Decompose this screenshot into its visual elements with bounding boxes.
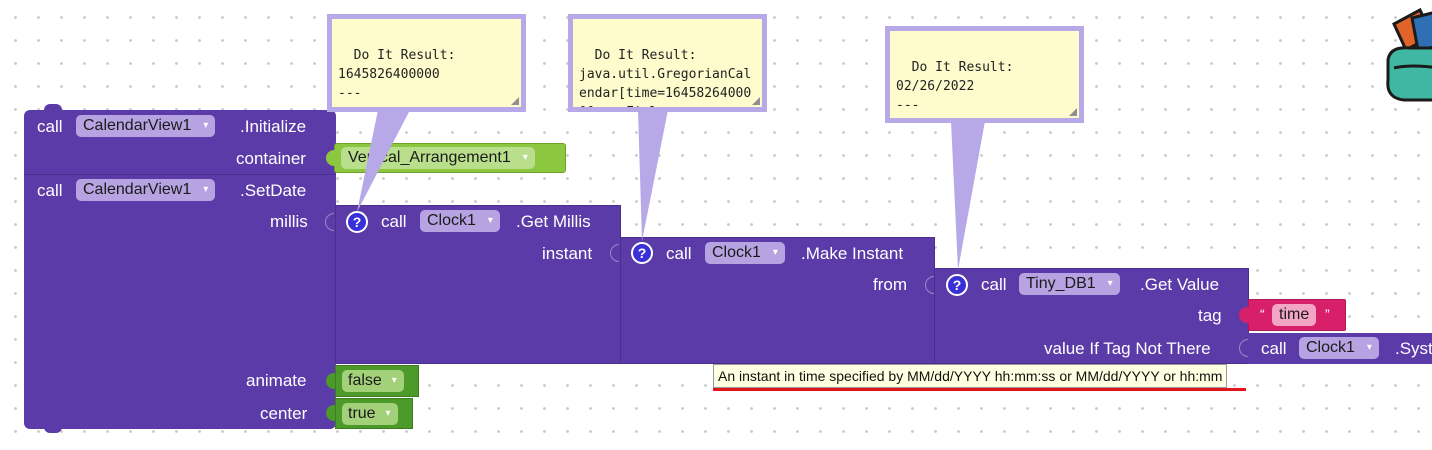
setdate-call-label: call — [37, 181, 63, 200]
setdate-component-dropdown[interactable]: CalendarView1 ▾ — [76, 179, 216, 201]
setdate-block[interactable] — [24, 174, 336, 429]
bubble-2-text: Do It Result: java.util.GregorianCalenda… — [579, 48, 752, 107]
millis-label: millis — [270, 212, 308, 231]
makeinstant-call-label: call — [666, 244, 692, 263]
makeinstant-component-label: Clock1 — [712, 244, 761, 261]
chevron-down-icon: ▾ — [772, 247, 778, 258]
initialize-block-top-tab — [44, 104, 62, 112]
tag-value: time — [1279, 306, 1310, 323]
fallback-component-dropdown[interactable]: Clock1 ▾ — [1299, 337, 1379, 359]
getmillis-component-label: Clock1 — [427, 212, 476, 229]
chevron-down-icon: ▾ — [385, 408, 391, 419]
animate-value: false — [348, 372, 382, 389]
chevron-down-icon: ▾ — [391, 375, 397, 386]
getmillis-method-label: .Get Millis — [516, 212, 591, 231]
getvalue-call-label: call — [981, 275, 1007, 294]
animate-value-block[interactable]: false ▾ — [335, 365, 419, 397]
initialize-component-dropdown[interactable]: CalendarView1 ▾ — [76, 115, 216, 137]
fallback-call-label: call — [1261, 339, 1287, 358]
initialize-method-label: .Initialize — [240, 117, 307, 136]
setdate-block-bottom-tab — [44, 425, 62, 433]
quote-close: ” — [1325, 306, 1330, 322]
chevron-down-icon: ▾ — [1107, 278, 1113, 289]
center-connector — [326, 405, 336, 421]
animate-label: animate — [246, 371, 307, 390]
tooltip-text: An instant in time specified by MM/dd/YY… — [718, 368, 1223, 384]
not-there-label: value If Tag Not There — [1044, 339, 1211, 358]
center-label: center — [260, 404, 308, 423]
tag-text-connector — [1239, 307, 1249, 323]
do-it-result-bubble-2[interactable]: Do It Result: java.util.GregorianCalenda… — [568, 14, 767, 112]
block-tooltip: An instant in time specified by MM/dd/YY… — [713, 364, 1228, 388]
do-it-result-bubble-3[interactable]: Do It Result: 02/26/2022 --- — [885, 26, 1084, 123]
chevron-down-icon: ▾ — [203, 120, 209, 131]
tag-label: tag — [1198, 306, 1222, 325]
help-icon[interactable]: ? — [346, 211, 368, 233]
bubble-1-text: Do It Result: 1645826400000 --- — [338, 48, 456, 101]
getmillis-call-label: call — [381, 212, 407, 231]
chevron-down-icon: ▾ — [1366, 342, 1372, 353]
bubble-tail-2 — [638, 110, 668, 241]
help-icon[interactable]: ? — [946, 274, 968, 296]
container-value-connector — [326, 150, 336, 166]
initialize-call-label: call — [37, 117, 63, 136]
getmillis-component-dropdown[interactable]: Clock1 ▾ — [420, 210, 500, 232]
getvalue-component-label: Tiny_DB1 — [1026, 275, 1096, 292]
bubble-tail-3 — [951, 121, 985, 270]
fallback-component-label: Clock1 — [1306, 339, 1355, 356]
setdate-component-label: CalendarView1 — [83, 181, 192, 198]
chevron-down-icon: ▾ — [522, 152, 528, 163]
do-it-result-bubble-1[interactable]: Do It Result: 1645826400000 --- — [327, 14, 526, 112]
container-value-dropdown[interactable]: Vertical_Arrangement1 ▾ — [341, 147, 535, 169]
chevron-down-icon: ▾ — [203, 184, 209, 195]
resize-handle-icon[interactable] — [1069, 108, 1077, 116]
backpack-icon[interactable] — [1380, 6, 1432, 106]
chevron-down-icon: ▾ — [487, 215, 493, 226]
instant-label: instant — [542, 244, 593, 263]
initialize-component-label: CalendarView1 — [83, 117, 192, 134]
quote-open: “ — [1260, 306, 1265, 322]
resize-handle-icon[interactable] — [511, 97, 519, 105]
from-label: from — [873, 275, 907, 294]
center-value-block[interactable]: true ▾ — [335, 398, 413, 429]
fallback-method-label: .Syst — [1395, 339, 1432, 358]
setdate-method-label: .SetDate — [240, 181, 307, 200]
center-value: true — [348, 405, 376, 422]
makeinstant-component-dropdown[interactable]: Clock1 ▾ — [705, 242, 785, 264]
tag-value-field[interactable]: time — [1272, 304, 1317, 326]
makeinstant-method-label: .Make Instant — [801, 244, 904, 263]
getvalue-method-label: .Get Value — [1140, 275, 1220, 294]
help-icon[interactable]: ? — [631, 242, 653, 264]
resize-handle-icon[interactable] — [752, 97, 760, 105]
tooltip-underline — [713, 388, 1246, 391]
getvalue-component-dropdown[interactable]: Tiny_DB1 ▾ — [1019, 273, 1120, 295]
bubble-3-text: Do It Result: 02/26/2022 --- — [896, 60, 1014, 113]
animate-value-dropdown[interactable]: false ▾ — [342, 370, 404, 392]
container-value-label: Vertical_Arrangement1 — [348, 149, 511, 166]
center-value-dropdown[interactable]: true ▾ — [342, 403, 398, 425]
animate-connector — [326, 373, 336, 389]
container-label: container — [236, 149, 306, 168]
